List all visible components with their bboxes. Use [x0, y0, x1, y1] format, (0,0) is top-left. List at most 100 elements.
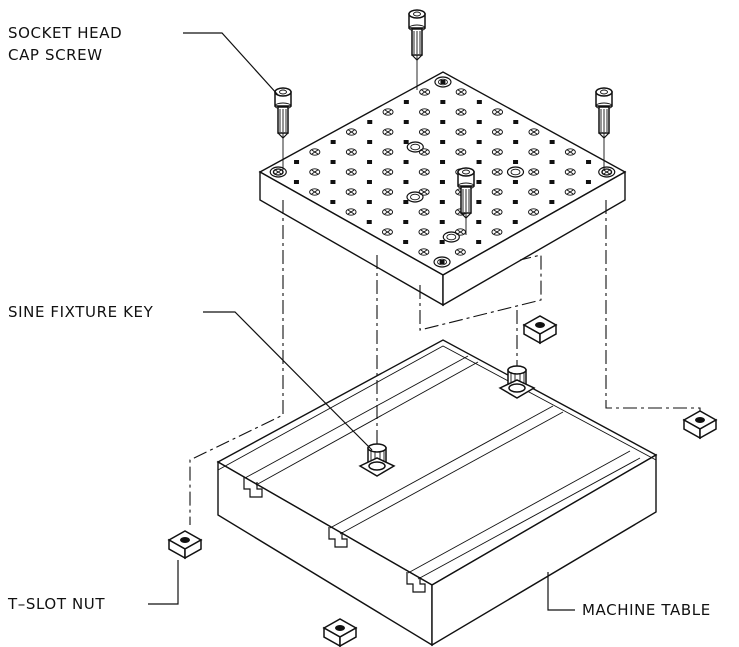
plate-hole [403, 100, 409, 104]
plate-hole [345, 188, 357, 196]
plate-hole [491, 148, 503, 156]
plate-hole [454, 248, 466, 256]
plate-hole [476, 200, 482, 204]
plate-hole [439, 240, 445, 244]
plate-hole [418, 228, 430, 236]
t-slot-profile-1 [243, 477, 263, 498]
plate-counterbore [406, 191, 424, 203]
plate-hole [492, 108, 503, 116]
plate-hole [403, 140, 409, 144]
plate-hole [330, 140, 336, 144]
plate-hole [367, 160, 373, 164]
plate-hole [528, 208, 539, 216]
plate-hole [309, 188, 321, 196]
machine-table [216, 339, 658, 647]
plate-hole [345, 148, 357, 156]
sine-fixture-key-rear [498, 365, 536, 399]
plate-hole [382, 128, 394, 136]
plate-counterbore [269, 166, 287, 178]
plate-hole [512, 200, 518, 204]
plate-hole [586, 160, 592, 164]
plate-hole [491, 188, 503, 196]
plate-hole [330, 180, 336, 184]
plate-hole [513, 140, 519, 144]
plate-hole [585, 180, 591, 184]
plate-hole [418, 188, 430, 196]
leader-sine-fixture-key [203, 311, 373, 451]
plate-hole [293, 180, 299, 184]
plate-hole [330, 200, 336, 204]
plate-hole [476, 140, 482, 144]
plate-hole [419, 88, 431, 96]
t-slot-nut [682, 410, 718, 440]
plate-hole [491, 208, 503, 216]
plate-hole [345, 168, 357, 176]
plate-hole [382, 228, 393, 236]
plate-hole [382, 188, 394, 196]
plate-hole [439, 220, 445, 224]
label-socket-head-line1: SOCKET HEAD [8, 24, 122, 42]
fixture-plate [258, 71, 627, 307]
plate-hole [418, 208, 430, 216]
plate-hole [455, 108, 467, 116]
sine-fixture-key-center [358, 443, 396, 477]
plate-hole [491, 168, 503, 176]
leader-lines [148, 32, 575, 611]
plate-hole [439, 260, 445, 264]
plate-counterbore [406, 141, 424, 153]
plate-hole [513, 160, 519, 164]
plate-hole [476, 240, 482, 244]
plate-hole [491, 228, 503, 236]
plate-hole [403, 160, 409, 164]
label-t-slot-nut: T–SLOT NUT [7, 595, 105, 613]
plate-hole [440, 80, 446, 84]
plate-hole [367, 140, 373, 144]
plate-hole [549, 160, 555, 164]
socket-head-cap-screw [274, 87, 292, 139]
plate-hole [440, 100, 446, 104]
plate-hole [382, 168, 394, 176]
plate-hole [309, 168, 321, 176]
t-slot-nut [522, 315, 558, 345]
plate-hole [366, 200, 372, 204]
socket-head-cap-screw [457, 167, 475, 219]
plate-hole [564, 168, 576, 176]
plate-hole [403, 220, 409, 224]
plate-hole [382, 148, 394, 156]
plate-hole [549, 140, 555, 144]
plate-hole [564, 188, 576, 196]
plate-hole [440, 120, 446, 124]
machine-table-side-face [431, 453, 657, 647]
plate-hole [455, 88, 467, 96]
t-slot-nuts [167, 315, 718, 647]
plate-counterbore [434, 76, 452, 88]
t-slots [244, 355, 641, 580]
plate-hole [440, 140, 446, 144]
plate-hole [330, 160, 336, 164]
plate-hole [366, 220, 372, 224]
plate-hole [403, 240, 409, 244]
plate-hole [439, 200, 445, 204]
plate-hole [418, 168, 430, 176]
plate-hole [476, 180, 482, 184]
t-slot-nut [167, 530, 203, 560]
plate-counterbore [433, 256, 451, 268]
plate-hole [382, 208, 393, 216]
t-slot-profile-3 [406, 572, 426, 593]
plate-hole [439, 180, 445, 184]
plate-hole [476, 100, 482, 104]
label-sine-fixture-key: SINE FIXTURE KEY [8, 303, 154, 321]
plate-hole [476, 220, 482, 224]
plate-hole [549, 180, 555, 184]
plate-hole [403, 200, 409, 204]
plate-hole [419, 128, 430, 136]
plate-counterbore [442, 231, 460, 243]
plate-hole [455, 128, 467, 136]
plate-hole [366, 180, 372, 184]
plate-hole [455, 148, 467, 156]
plate-counterbore [506, 166, 525, 178]
leader-machine-table [547, 572, 575, 611]
plate-hole [419, 108, 430, 116]
plate-hole [309, 148, 321, 156]
